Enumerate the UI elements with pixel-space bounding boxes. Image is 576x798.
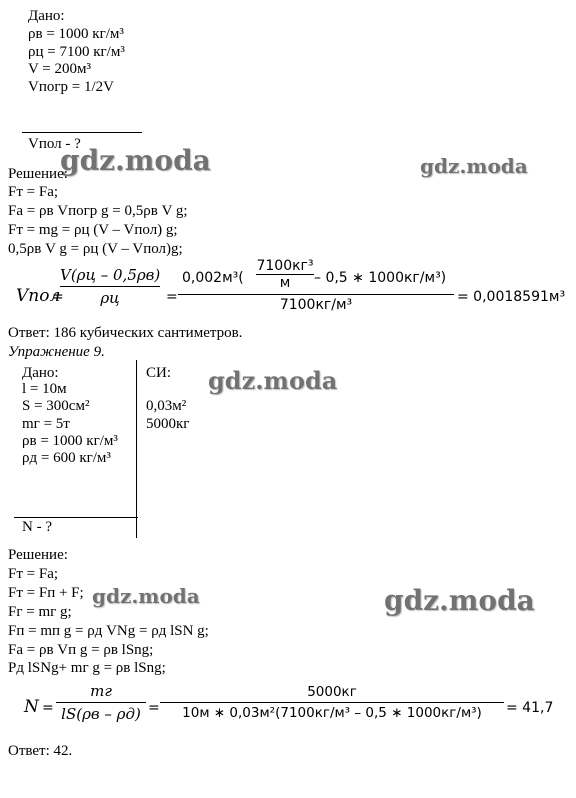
formula-fraction: mг lS(ρв – ρд) [56, 682, 146, 723]
solution-line: Fп = mп g = ρд VNg = ρд lSN g; [8, 623, 209, 639]
fraction-numerator: V(ρц – 0,5ρв) [60, 266, 161, 284]
si-line: 0,03м² [146, 398, 187, 414]
fraction-bar [60, 286, 160, 287]
formula-lhs: N [24, 697, 39, 717]
given-line: Vпогр = 1/2V [28, 79, 114, 95]
solution-line: Fт = Fа; [8, 566, 59, 582]
fraction-bar [56, 702, 146, 703]
formula-eq: = [42, 700, 54, 716]
formula-fraction: 0,002м³( 7100кг³ м – 0,5 ∗ 1000кг/м³) 71… [178, 258, 454, 313]
fraction-bar [178, 294, 454, 295]
inner-denominator: м [256, 274, 314, 291]
formula-result: = 41,7 [506, 700, 554, 716]
given-line: V = 200м³ [28, 61, 92, 77]
given-line: ρв = 1000 кг/м³ [22, 433, 118, 449]
solution-line: Pд lSNg+ mг g = ρв lSng; [8, 660, 166, 676]
fraction-denominator: 7100кг/м³ [279, 297, 353, 313]
given-line: ρц = 7100 кг/м³ [28, 44, 125, 60]
solution-line: Fг = mг g; [8, 604, 72, 620]
fraction-numerator: mг [90, 682, 112, 700]
given-divider [22, 132, 142, 133]
solution-line: Fт = Fп + F; [8, 585, 84, 601]
watermark-logo: gdz.moda [384, 584, 535, 617]
find-line: N - ? [22, 519, 52, 535]
given-title: Дано: [28, 8, 65, 24]
fraction-numerator: 5000кг [307, 684, 357, 700]
solution-line: Fа = ρв Vп g = ρв lSng; [8, 642, 154, 658]
formula-fraction: 5000кг 10м ∗ 0,03м²(7100кг/м³ – 0,5 ∗ 10… [160, 684, 504, 721]
fraction-denominator: lS(ρв – ρд) [61, 705, 141, 723]
solution-title: Решение: [8, 547, 68, 563]
formula-eq: = [166, 289, 178, 305]
watermark-logo: gdz.moda [92, 584, 200, 608]
formula-lhs: Vпол [16, 286, 61, 306]
answer-line: Ответ: 186 кубических сантиметров. [8, 325, 243, 341]
given-line: mг = 5т [22, 416, 70, 432]
solution-line: Fа = ρв Vпогр g = 0,5ρв V g; [8, 203, 188, 219]
formula-eq: = [148, 700, 160, 716]
exercise-heading: Упражнение 9. [8, 344, 105, 360]
solution-line: Fт = Fа; [8, 184, 59, 200]
fraction-bar [160, 702, 504, 703]
answer-line: Ответ: 42. [8, 743, 73, 759]
fraction-numerator: 0,002м³( 7100кг³ м – 0,5 ∗ 1000кг/м³) [178, 258, 454, 292]
formula-eq: = [52, 289, 64, 305]
find-line: Vпол - ? [28, 136, 81, 152]
given-divider [14, 517, 138, 518]
inner-numerator: 7100кг³ [256, 258, 314, 274]
given-line: l = 10м [22, 381, 67, 397]
inner-fraction: 7100кг³ м [256, 258, 314, 291]
solution-title: Решение: [8, 166, 68, 182]
given-si-divider [136, 360, 137, 538]
si-title: СИ: [146, 365, 172, 381]
solution-line: Fт = mg = ρц (V – Vпол) g; [8, 222, 178, 238]
numerator-part: 0,002м³( [182, 270, 244, 286]
fraction-denominator: 10м ∗ 0,03м²(7100кг/м³ – 0,5 ∗ 1000кг/м³… [182, 705, 482, 721]
formula-fraction: V(ρц – 0,5ρв) ρц [60, 266, 160, 307]
formula-result: = 0,0018591м³ [457, 289, 566, 305]
si-line: 5000кг [146, 416, 190, 432]
fraction-denominator: ρц [100, 289, 120, 307]
numerator-part: – 0,5 ∗ 1000кг/м³) [314, 270, 447, 286]
given-line: S = 300см² [22, 398, 90, 414]
solution-line: 0,5ρв V g = ρц (V – Vпол)g; [8, 241, 183, 257]
given-title: Дано: [22, 365, 59, 381]
given-line: ρв = 1000 кг/м³ [28, 26, 124, 42]
watermark-logo: gdz.moda [60, 144, 211, 177]
watermark-logo: gdz.moda [208, 366, 338, 395]
given-line: ρд = 600 кг/м³ [22, 450, 111, 466]
watermark-logo: gdz.moda [420, 154, 528, 178]
